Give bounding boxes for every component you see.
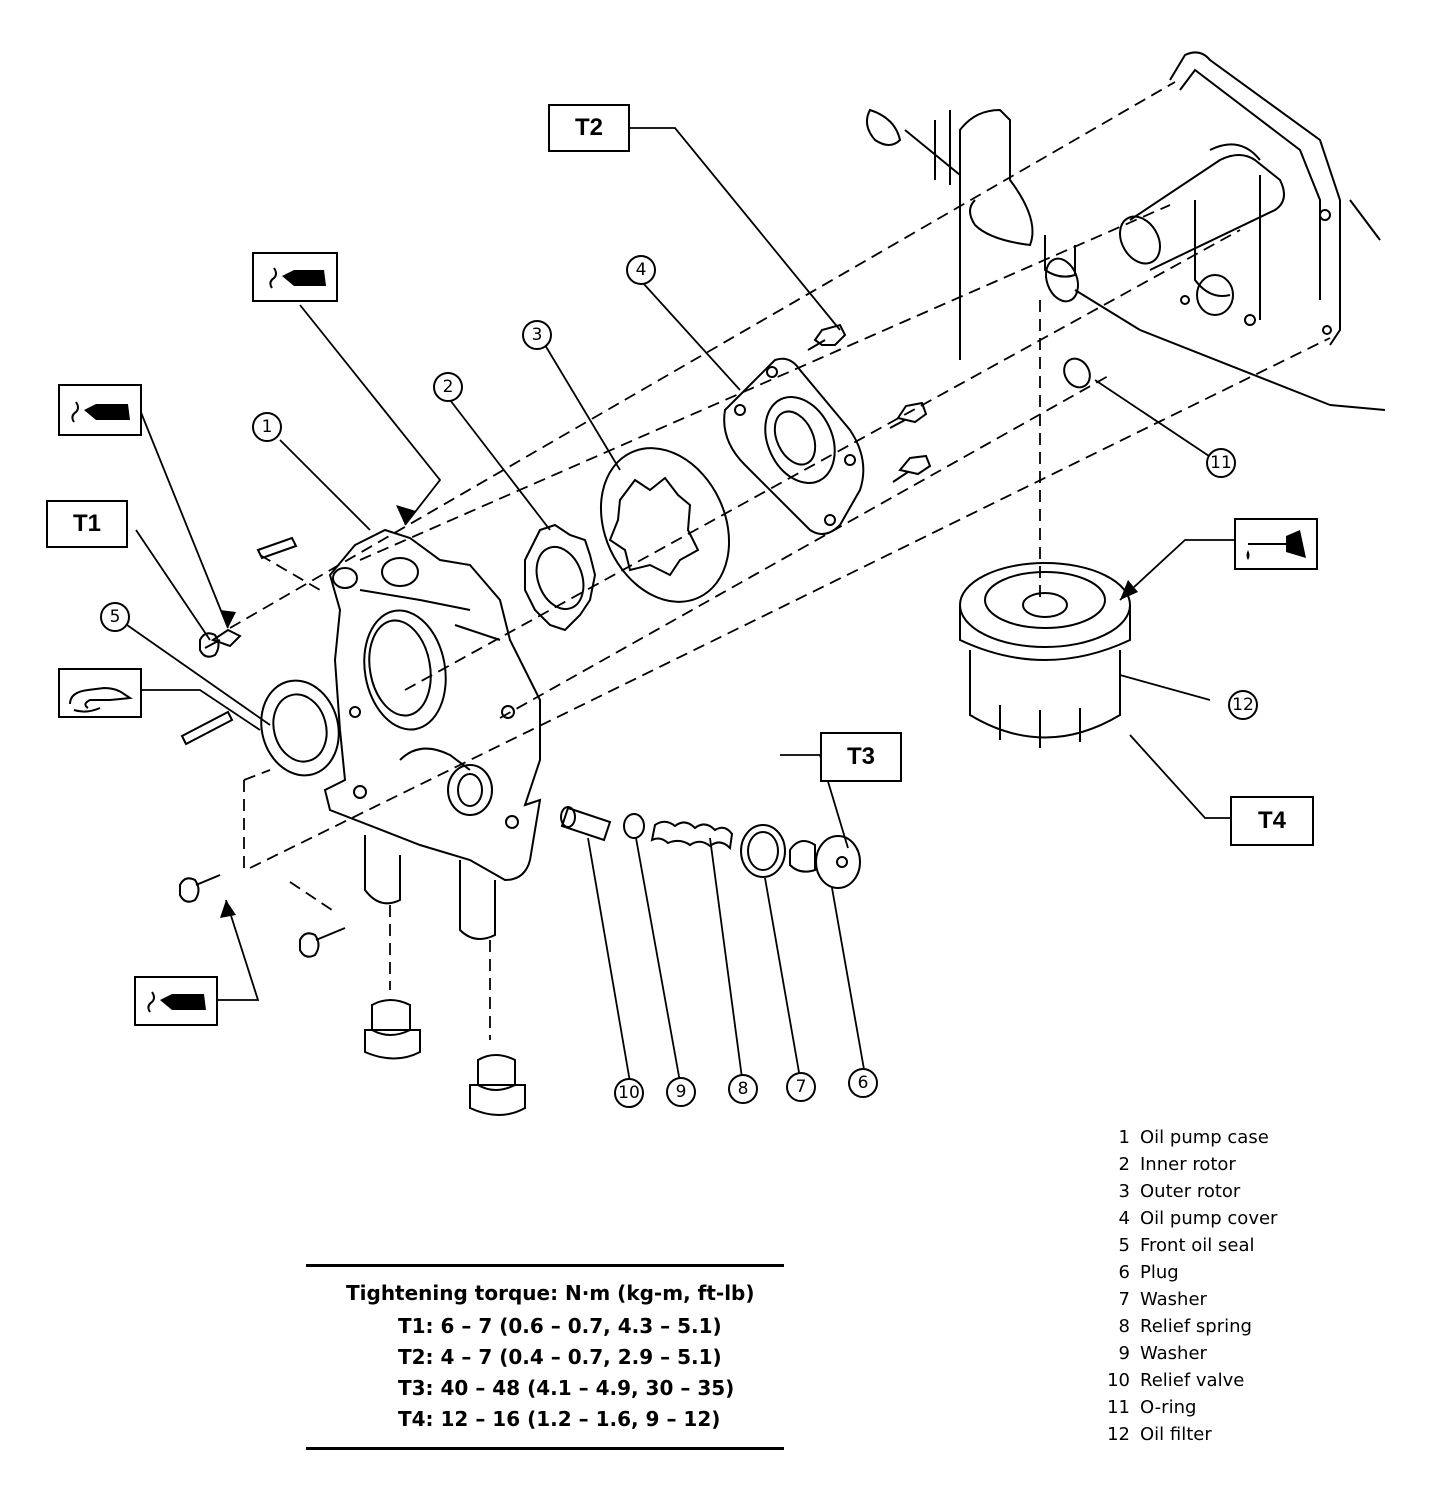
callout-3: 3	[522, 320, 552, 350]
callout-4: 4	[626, 255, 656, 285]
legend-text: Washer	[1140, 1289, 1207, 1310]
legend-item: 2 Inner rotor	[1092, 1151, 1277, 1178]
legend-number: 4	[1118, 1208, 1130, 1229]
front-oil-seal	[260, 679, 340, 777]
drain-plugs	[364, 999, 526, 1116]
legend-text: Outer rotor	[1140, 1181, 1241, 1202]
torque-row-t4: T4: 12 – 16 (1.2 – 1.6, 9 – 12)	[398, 1407, 721, 1431]
legend-text: Oil pump case	[1140, 1127, 1269, 1148]
legend-number: 9	[1118, 1343, 1130, 1364]
sealant-symbol	[134, 976, 218, 1026]
torque-label-t4: T4	[1230, 796, 1314, 846]
legend-text: O-ring	[1140, 1397, 1197, 1418]
legend-text: Oil filter	[1140, 1424, 1212, 1445]
sealant-symbol	[58, 384, 142, 436]
torque-row-t1: T1: 6 – 7 (0.6 – 0.7, 4.3 – 5.1)	[398, 1314, 722, 1338]
cover-bolts	[807, 323, 932, 483]
torque-specification-table: Tightening torque: N·m (kg-m, ft-lb) T1:…	[306, 1264, 784, 1450]
sealant-icon	[147, 991, 206, 1013]
callout-12: 12	[1228, 690, 1258, 720]
o-ring	[1063, 357, 1091, 389]
callout-6: 6	[848, 1068, 878, 1098]
torque-table-heading: Tightening torque: N·m (kg-m, ft-lb)	[346, 1281, 755, 1305]
grease-symbol	[58, 668, 142, 718]
callout-1: 1	[252, 412, 282, 442]
legend-number: 12	[1107, 1424, 1130, 1445]
parts-legend: 1 Oil pump case 2 Inner rotor 3 Outer rotor…	[1092, 1124, 1277, 1448]
relief-valve-parts	[560, 806, 861, 889]
callout-9: 9	[666, 1077, 696, 1107]
legend-text: Plug	[1140, 1262, 1179, 1283]
inner-rotor	[524, 523, 597, 632]
legend-text: Front oil seal	[1140, 1235, 1255, 1256]
legend-text: Relief valve	[1140, 1370, 1245, 1391]
legend-number: 6	[1118, 1262, 1130, 1283]
callout-10: 10	[614, 1078, 644, 1108]
dowel-pin	[256, 536, 298, 560]
grease-icon	[69, 686, 133, 713]
legend-number: 2	[1118, 1154, 1130, 1175]
callout-7: 7	[786, 1072, 816, 1102]
oil-pump-cover	[723, 357, 865, 535]
oil-pump-case	[323, 528, 542, 940]
leader-arrows	[220, 505, 1138, 918]
legend-number: 11	[1107, 1397, 1130, 1418]
legend-item: 1 Oil pump case	[1092, 1124, 1277, 1151]
legend-number: 8	[1118, 1316, 1130, 1337]
legend-item: 4 Oil pump cover	[1092, 1205, 1278, 1232]
engine-oil-symbol	[1234, 518, 1318, 570]
sealant-icon	[269, 267, 326, 289]
legend-item: 9 Washer	[1092, 1340, 1277, 1367]
legend-text: Washer	[1140, 1343, 1207, 1364]
legend-item: 5 Front oil seal	[1092, 1232, 1277, 1259]
sealant-icon	[71, 401, 130, 423]
legend-number: 7	[1118, 1289, 1130, 1310]
legend-item: 11 O-ring	[1092, 1394, 1277, 1421]
legend-item: 7 Washer	[1092, 1286, 1277, 1313]
callout-8: 8	[728, 1074, 758, 1104]
torque-label-t1: T1	[46, 500, 128, 548]
torque-row-t2: T2: 4 – 7 (0.4 – 0.7, 2.9 – 5.1)	[398, 1345, 722, 1369]
legend-text: Inner rotor	[1140, 1154, 1236, 1175]
outer-rotor	[599, 447, 731, 603]
torque-row-t3: T3: 40 – 48 (4.1 – 4.9, 30 – 35)	[398, 1376, 735, 1400]
engine-block	[865, 51, 1386, 411]
legend-number: 5	[1118, 1235, 1130, 1256]
callout-2: 2	[433, 372, 463, 402]
callout-11: 11	[1206, 448, 1236, 478]
engine-oil-icon	[1246, 530, 1306, 560]
legend-text: Oil pump cover	[1140, 1208, 1278, 1229]
callout-5: 5	[100, 602, 130, 632]
dowel-pin	[180, 710, 234, 746]
legend-item: 3 Outer rotor	[1092, 1178, 1277, 1205]
assembly-lines	[229, 81, 1331, 1040]
legend-item: 12 Oil filter	[1092, 1421, 1277, 1448]
legend-item: 10 Relief valve	[1092, 1367, 1277, 1394]
sealant-symbol	[252, 252, 338, 302]
legend-number: 1	[1118, 1127, 1130, 1148]
legend-number: 3	[1118, 1181, 1130, 1202]
torque-label-t2: T2	[548, 104, 630, 152]
torque-label-t3: T3	[820, 732, 902, 782]
oil-filter	[959, 562, 1131, 748]
legend-number: 10	[1107, 1370, 1130, 1391]
legend-item: 8 Relief spring	[1092, 1313, 1277, 1340]
legend-text: Relief spring	[1140, 1316, 1252, 1337]
legend-item: 6 Plug	[1092, 1259, 1277, 1286]
